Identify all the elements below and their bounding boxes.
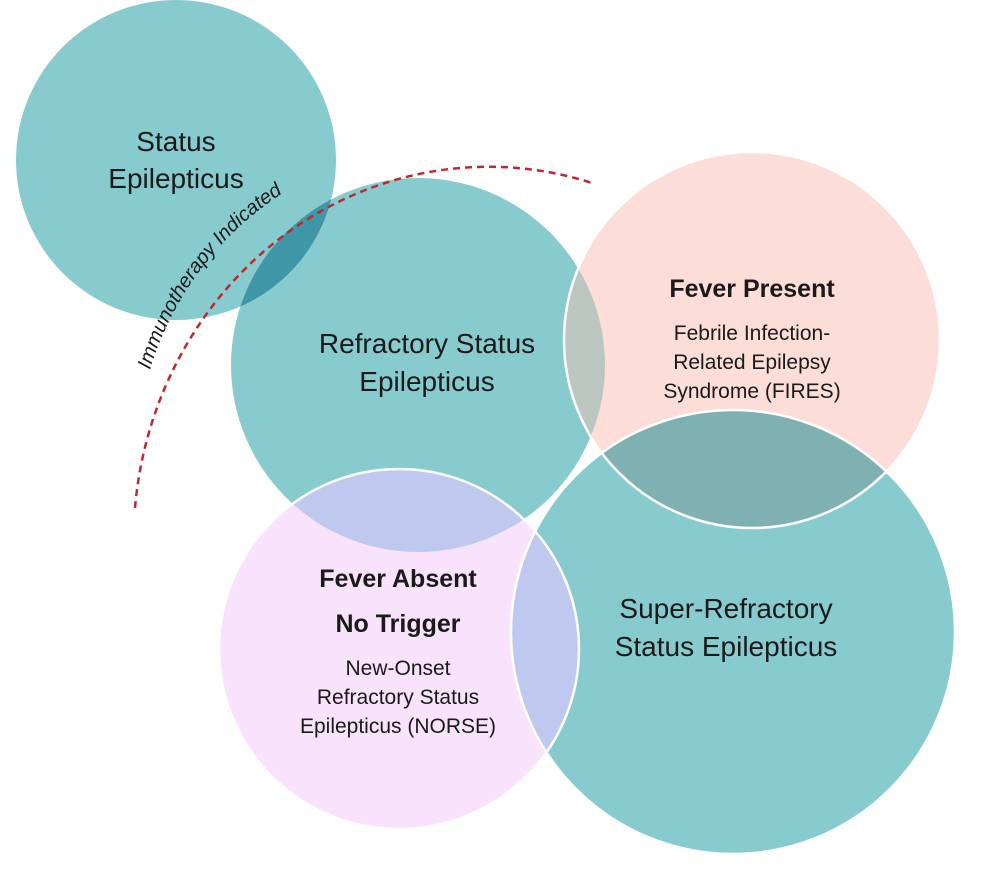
outline-norse <box>217 467 581 831</box>
circle-status-epilepticus <box>16 0 336 320</box>
outline-super-refractory <box>509 408 957 856</box>
norse-line-3: Epilepticus (NORSE) <box>300 715 496 738</box>
immunotherapy-arc <box>133 165 596 509</box>
srse-line-1: Super-Refractory <box>619 593 832 624</box>
rse-line-1: Refractory Status <box>319 328 535 359</box>
norse-line-2: Refractory Status <box>317 686 479 709</box>
circle-norse <box>219 469 579 829</box>
fires-line-1: Febrile Infection- <box>674 322 830 345</box>
srse-line-2: Status Epilepticus <box>615 631 838 662</box>
norse-line-1: New-Onset <box>345 657 450 680</box>
fires-line-2: Related Epilepsy <box>673 351 831 374</box>
se-line-1: Status <box>136 126 215 157</box>
norse-heading-1: Fever Absent <box>319 565 477 593</box>
se-line-2: Epilepticus <box>108 163 243 194</box>
outline-fires <box>562 150 942 530</box>
fires-heading: Fever Present <box>669 275 835 303</box>
fires-line-3: Syndrome (FIRES) <box>663 380 840 403</box>
norse-heading-2: No Trigger <box>335 610 460 638</box>
circle-refractory <box>231 178 605 552</box>
circle-super-refractory <box>511 410 955 854</box>
rse-line-2: Epilepticus <box>359 366 494 397</box>
